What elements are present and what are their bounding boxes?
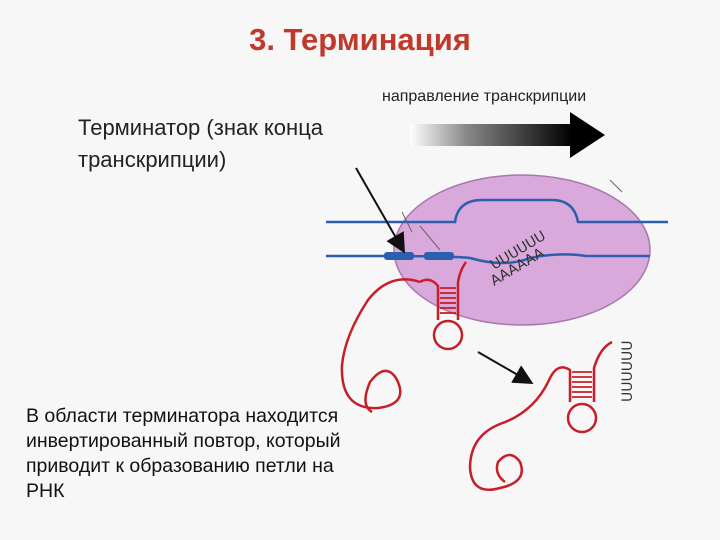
terminator-sequence-boxes bbox=[384, 252, 454, 260]
slide-title: 3. Терминация bbox=[249, 22, 471, 57]
terminator-label: Терминатор (знак конца транскрипции) bbox=[78, 115, 324, 172]
terminator-pointer-arrow bbox=[355, 167, 405, 254]
direction-arrow bbox=[410, 112, 605, 158]
rna-hairpin-bound bbox=[340, 261, 468, 414]
rna-hairpin-released bbox=[468, 340, 613, 491]
release-arrow bbox=[477, 351, 534, 384]
released-tail-text: UUUUUU bbox=[620, 341, 636, 402]
explanation-text: В области терминатора находится инвертир… bbox=[26, 405, 341, 502]
transcription-direction-label: направление транскрипции bbox=[382, 88, 587, 105]
